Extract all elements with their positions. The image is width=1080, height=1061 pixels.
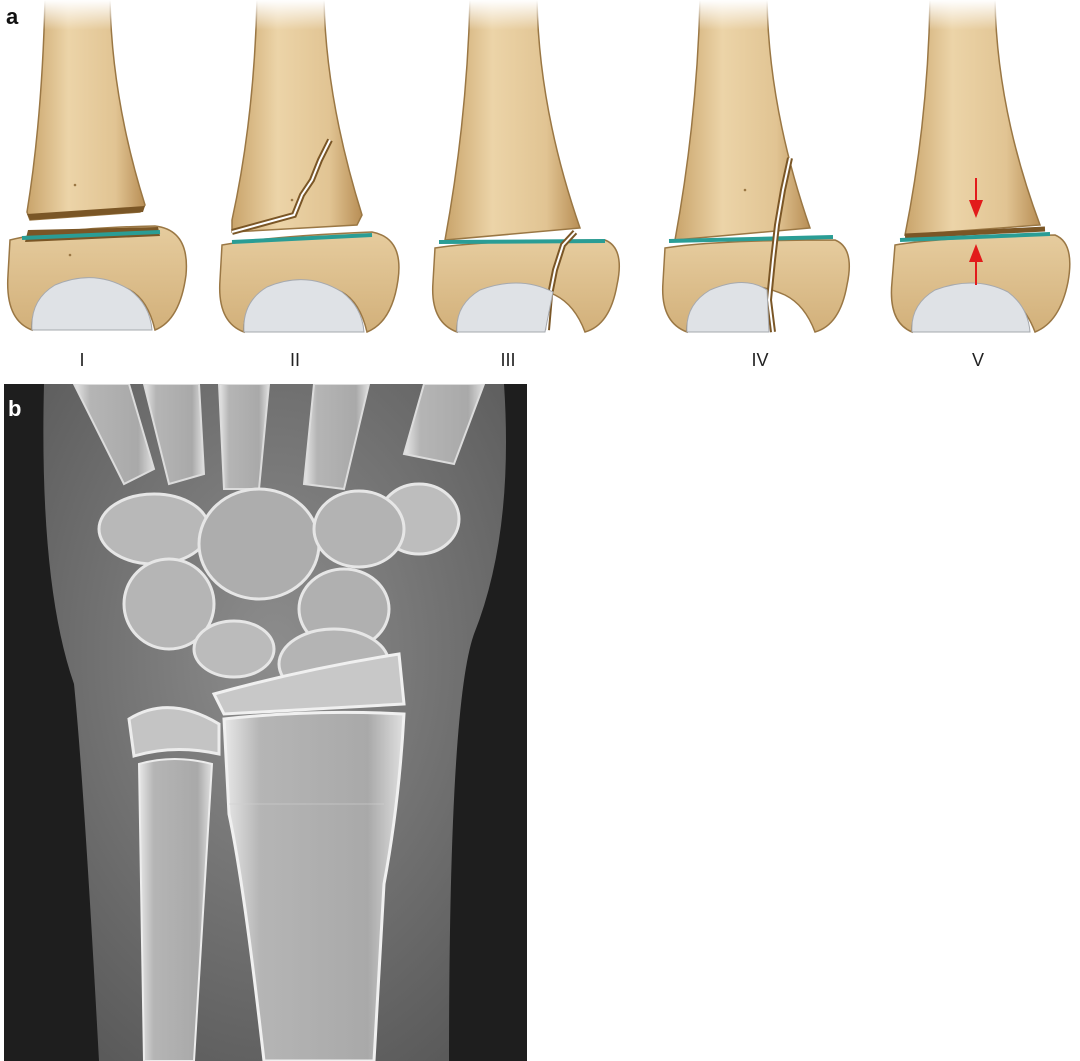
type-label-1: I [52, 350, 112, 371]
wrist-radiograph [4, 384, 527, 1061]
type-label-3: III [478, 350, 538, 371]
panel-label-b: b [8, 396, 21, 422]
type-label-5: V [948, 350, 1008, 371]
bone-diagram-type-2 [212, 0, 422, 345]
type-label-4: IV [730, 350, 790, 371]
bone-diagram-type-1 [0, 0, 210, 345]
bone-diagram-type-4 [655, 0, 865, 345]
panel-label-a: a [6, 4, 18, 30]
bone-diagram-type-5 [870, 0, 1080, 345]
bone-diagram-type-3 [425, 0, 635, 345]
type-label-2: II [265, 350, 325, 371]
